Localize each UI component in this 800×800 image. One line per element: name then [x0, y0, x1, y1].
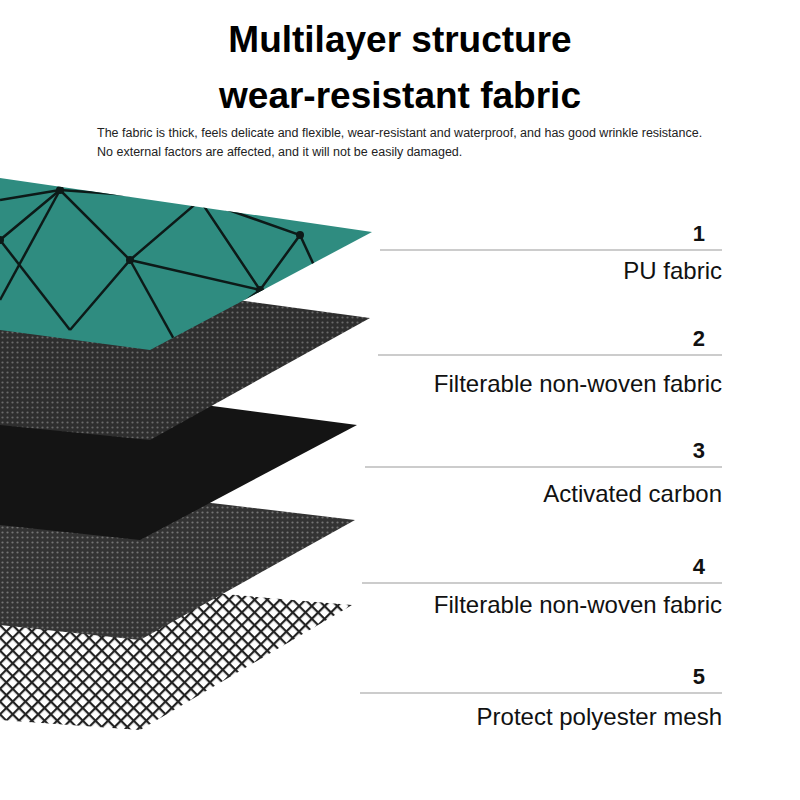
leader-lines	[360, 250, 722, 693]
layer-name: Protect polyester mesh	[475, 703, 724, 731]
callout-number: 5	[693, 664, 705, 690]
layer-name: Activated carbon	[541, 480, 724, 508]
geometric-pattern	[0, 190, 330, 350]
callout-number: 3	[693, 438, 705, 464]
callout-number: 2	[693, 326, 705, 352]
layer-name: PU fabric	[621, 257, 724, 285]
layer-name: Filterable non-woven fabric	[432, 370, 724, 398]
title-text: Multilayer structure wear-resistant fabr…	[180, 12, 620, 124]
layer-name: Filterable non-woven fabric	[432, 591, 724, 619]
pu-layer	[0, 178, 372, 350]
description-text: The fabric is thick, feels delicate and …	[97, 124, 717, 162]
callout-number: 4	[693, 554, 705, 580]
callout-number: 1	[693, 221, 705, 247]
